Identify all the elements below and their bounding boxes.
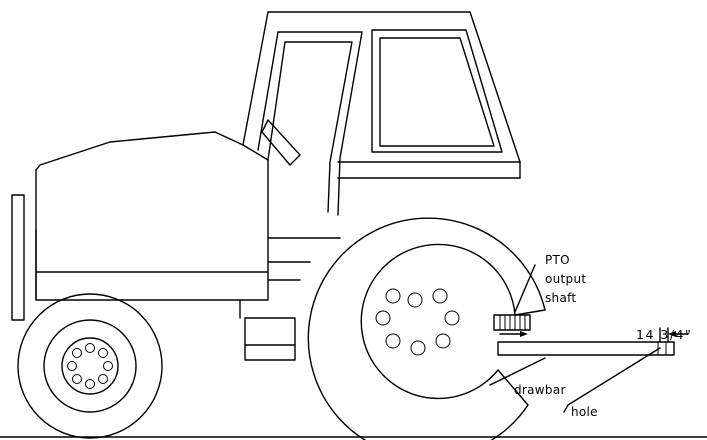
drawbar-body xyxy=(497,341,675,356)
pto-label-line3: shaft xyxy=(545,291,576,305)
dimension-label: 14 3/4" xyxy=(636,327,692,342)
cab-outline xyxy=(242,11,521,163)
drawbar-label: drawbar xyxy=(514,383,566,397)
front-tire xyxy=(17,293,163,439)
front-hub-ring xyxy=(61,337,119,395)
hole-leader xyxy=(563,347,661,413)
pto-shaft-body xyxy=(493,314,531,331)
drawbar-leader xyxy=(489,357,546,386)
front-grille xyxy=(11,194,25,321)
rear-window-inner xyxy=(379,37,495,147)
pto-label-line2: output xyxy=(545,272,586,286)
axle-housing xyxy=(244,317,296,361)
front-wheel xyxy=(17,293,163,439)
cab-door-frame xyxy=(257,31,363,216)
pto-shaft xyxy=(493,264,536,331)
steering-wheel xyxy=(261,119,301,166)
hood xyxy=(11,131,341,361)
front-rim xyxy=(43,319,137,413)
hood-outline xyxy=(35,131,269,301)
pto-leader xyxy=(514,264,536,313)
rear-wheel xyxy=(307,217,546,440)
cab-door-inner xyxy=(267,41,353,213)
cab xyxy=(242,11,521,216)
hole-label: hole xyxy=(571,405,598,419)
rear-tire xyxy=(307,217,546,440)
rear-window xyxy=(371,29,503,153)
pto-label-line1: PTO xyxy=(545,253,570,267)
drawbar xyxy=(489,341,675,413)
dimension-14-3-4 xyxy=(499,327,689,343)
